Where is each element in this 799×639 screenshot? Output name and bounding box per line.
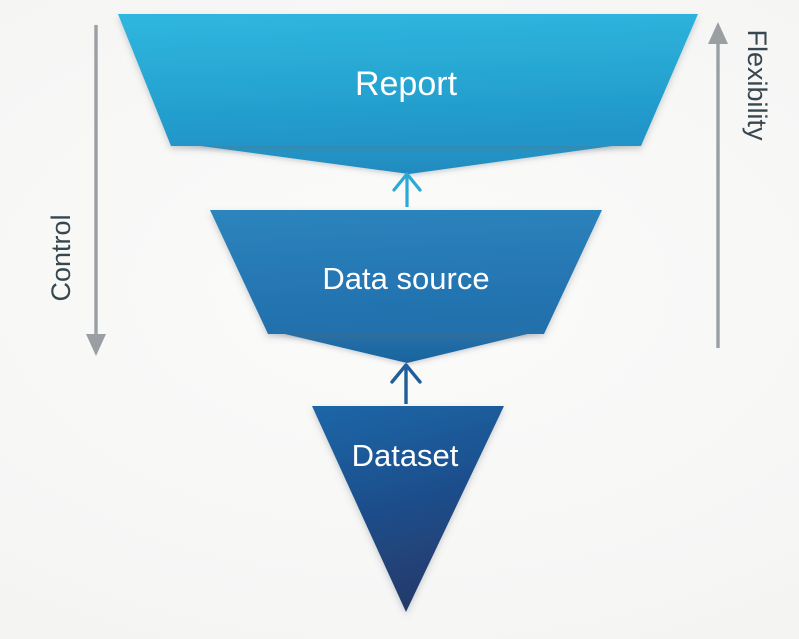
report-label: Report — [355, 65, 458, 103]
report-fold — [171, 142, 641, 174]
connector-arrowhead — [390, 363, 422, 384]
axis-control: Control — [46, 25, 106, 356]
connector-data-source-to-report — [392, 172, 422, 207]
connector-dataset-to-data-source — [390, 363, 422, 404]
control-axis-arrowhead-down — [86, 334, 106, 356]
dataset-label: Dataset — [352, 438, 459, 473]
axis-flexibility: Flexibility — [708, 22, 772, 348]
level-data-source[interactable]: Data source — [210, 210, 602, 363]
flexibility-axis-arrowhead-up — [708, 22, 728, 44]
data-source-label: Data source — [322, 261, 489, 296]
dataset-shape[interactable] — [312, 406, 504, 612]
flexibility-axis-label: Flexibility — [742, 29, 772, 141]
level-dataset[interactable]: Dataset — [312, 406, 504, 612]
report-shape[interactable] — [118, 14, 698, 146]
data-source-shape[interactable] — [210, 210, 602, 334]
level-report[interactable]: Report — [118, 14, 698, 174]
connector-arrowhead — [392, 172, 422, 192]
data-source-fold — [268, 330, 544, 363]
control-axis-label: Control — [46, 214, 76, 301]
